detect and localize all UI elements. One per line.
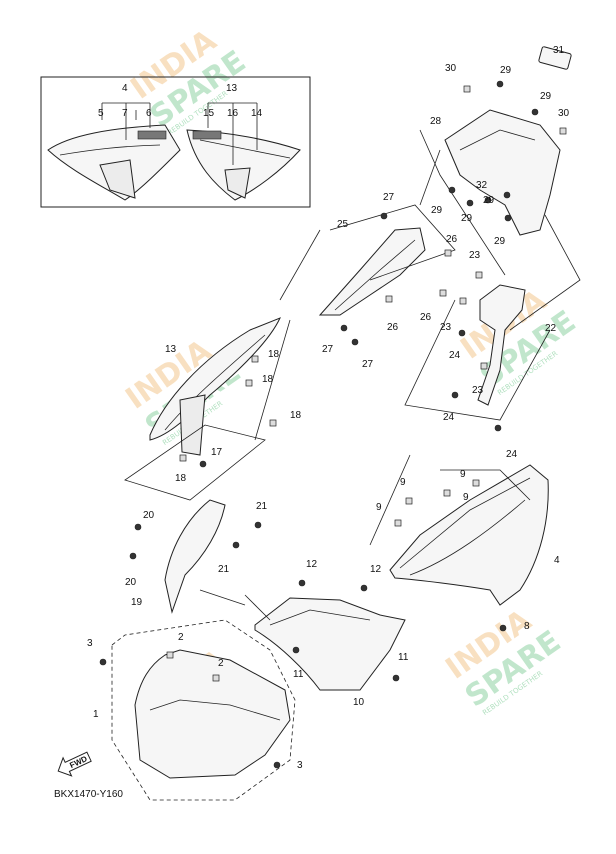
part-under-cover — [254, 597, 406, 691]
callout-label: 22 — [545, 323, 557, 334]
callout-label: 16 — [227, 108, 239, 119]
callout-label: 18 — [290, 410, 302, 421]
callouts: 4 5 7 6 13 15 16 14 31 30 29 29 30 28 32… — [87, 45, 570, 771]
part-rear-cover — [444, 109, 561, 236]
callout-label: 5 — [98, 108, 104, 119]
fasteners — [99, 80, 567, 769]
callout-label: 17 — [211, 447, 223, 458]
callout-label: 9 — [460, 469, 466, 480]
callout-label: 13 — [226, 83, 238, 94]
part-lower-panel — [164, 499, 226, 614]
callout-label: 14 — [251, 108, 263, 119]
callout-label: 19 — [131, 597, 143, 608]
callout-label: 26 — [446, 234, 458, 245]
callout-label: 30 — [445, 63, 457, 74]
callout-label: 30 — [558, 108, 570, 119]
callout-label: 29 — [540, 91, 552, 102]
callout-label: 12 — [306, 559, 318, 570]
callout-label: 32 — [476, 180, 488, 191]
callout-label: 26 — [387, 322, 399, 333]
callout-label: 28 — [430, 116, 442, 127]
callout-label: 9 — [463, 492, 469, 503]
callout-label: 29 — [431, 205, 443, 216]
callout-label: 6 — [146, 108, 152, 119]
callout-label: 1 — [93, 709, 99, 720]
callout-label: 18 — [262, 374, 274, 385]
callout-label: 9 — [400, 477, 406, 488]
callout-label: 29 — [483, 195, 495, 206]
callout-label: 3 — [87, 638, 93, 649]
callout-label: 7 — [122, 108, 128, 119]
callout-label: 2 — [218, 658, 224, 669]
callout-label: 23 — [440, 322, 452, 333]
callout-label: 29 — [500, 65, 512, 76]
callout-label: 31 — [553, 45, 565, 56]
callout-label: 11 — [293, 669, 304, 680]
callout-label: 20 — [125, 577, 137, 588]
callout-label: 27 — [322, 344, 334, 355]
callout-label: 24 — [449, 350, 461, 361]
part-front-cowl — [134, 649, 291, 779]
fwd-arrow-icon: FWD — [57, 751, 92, 777]
callout-label: 20 — [143, 510, 155, 521]
callout-label: 18 — [175, 473, 187, 484]
callout-label: 27 — [362, 359, 374, 370]
fwd-label: FWD — [68, 754, 89, 770]
inset-box — [40, 76, 311, 208]
callout-label: 26 — [420, 312, 432, 323]
leader-lines — [124, 129, 581, 621]
callout-label: 29 — [494, 236, 506, 247]
callout-label: 21 — [218, 564, 230, 575]
part-inner-panel — [318, 227, 426, 316]
callout-label: 23 — [472, 385, 484, 396]
callout-label: 13 — [165, 344, 177, 355]
callout-label: 21 — [256, 501, 268, 512]
callout-label: 18 — [268, 349, 280, 360]
callout-label: 25 — [337, 219, 349, 230]
callout-label: 10 — [353, 697, 365, 708]
callout-label: 24 — [506, 449, 518, 460]
callout-label: 4 — [122, 83, 128, 94]
callout-label: 8 — [524, 621, 530, 632]
callout-label: 23 — [469, 250, 481, 261]
callout-label: 3 — [297, 760, 303, 771]
callout-label: 2 — [178, 632, 184, 643]
callout-label: 12 — [370, 564, 382, 575]
part-side-cover — [389, 464, 549, 606]
callout-label: 9 — [376, 502, 382, 513]
diagram-code: BKX1470-Y160 — [54, 789, 123, 800]
callout-label: 15 — [203, 108, 215, 119]
callout-label: 24 — [443, 412, 455, 423]
callout-label: 29 — [461, 213, 473, 224]
callout-label: 11 — [398, 652, 409, 663]
callout-label: 4 — [554, 555, 560, 566]
callout-label: 27 — [383, 192, 395, 203]
part-bracket — [477, 284, 526, 406]
